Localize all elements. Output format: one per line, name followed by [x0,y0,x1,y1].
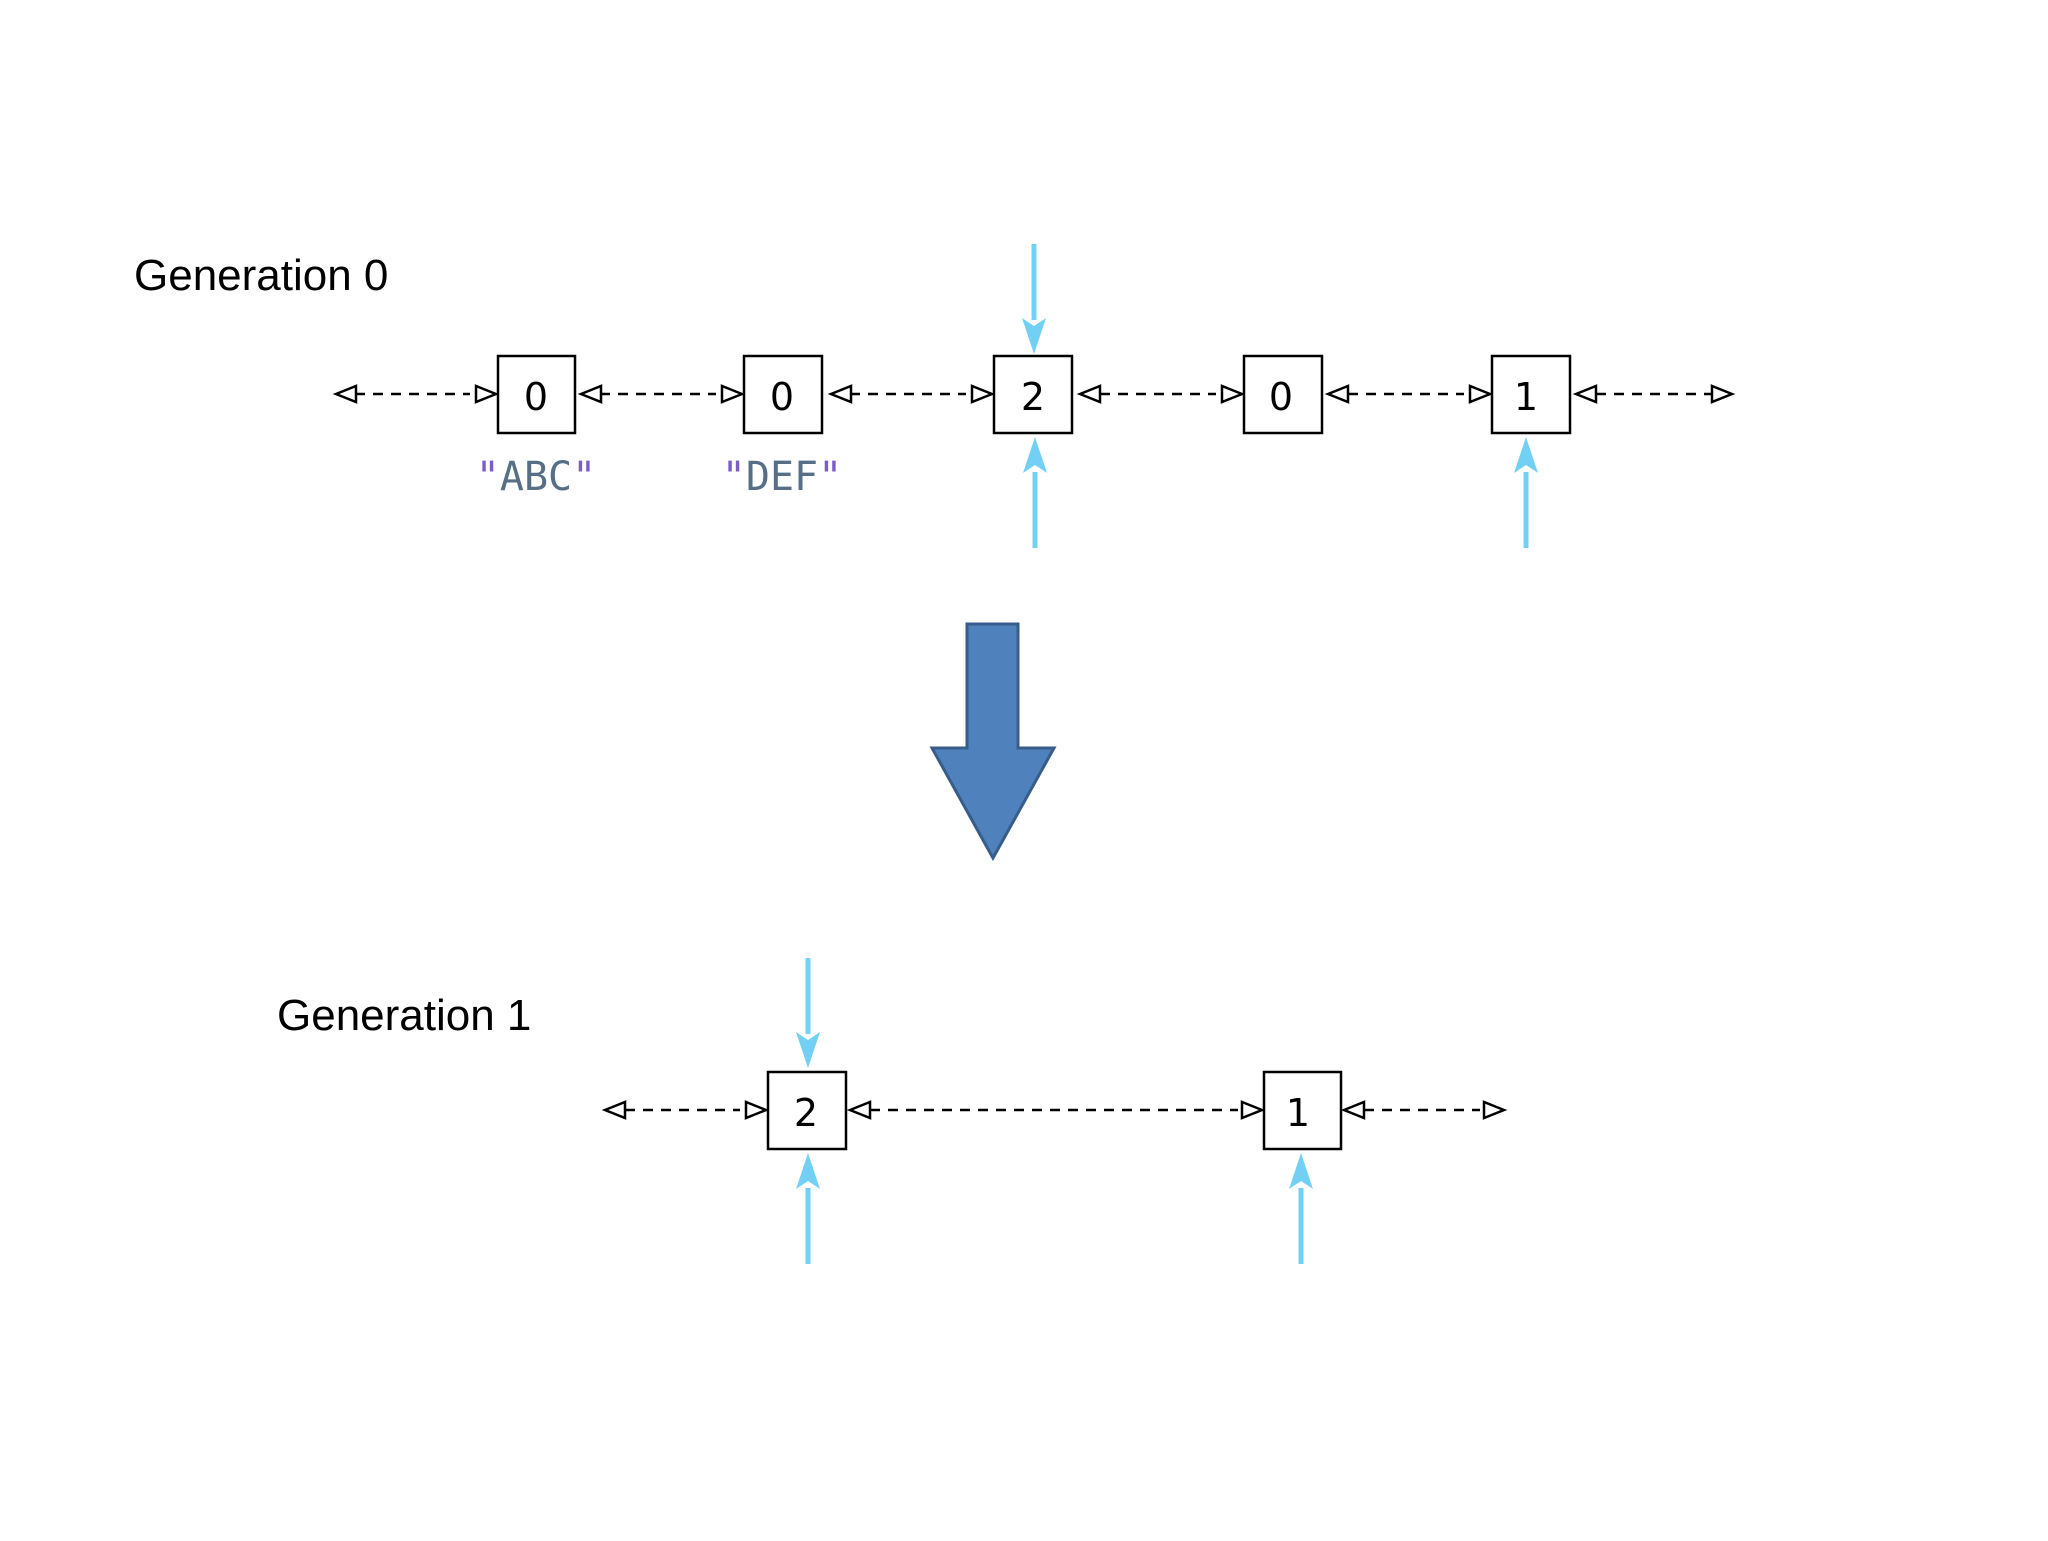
reference-arrow-bottom [1289,1153,1313,1264]
reference-arrow-top [796,958,820,1068]
reference-count: 2 [794,1091,818,1135]
list-node: 0 [742,354,824,435]
generation-1-heading: Generation 1 [277,991,531,1040]
reference-count: 0 [770,375,794,419]
reference-arrow-bottom [1023,437,1047,548]
string-label-def: "DEF" [722,454,842,500]
reference-arrow-bottom [1514,437,1538,548]
reference-count: 1 [1286,1091,1310,1135]
list-node: 1 [1262,1070,1343,1151]
generation-1-links [601,1100,1508,1120]
string-label-abc: "ABC" [476,454,596,500]
list-node: 2 [992,354,1074,435]
list-node: 0 [1242,354,1324,435]
generation-0-heading: Generation 0 [134,251,388,300]
generation-0-links [332,384,1736,404]
reference-count: 0 [524,375,548,419]
reference-count: 2 [1021,375,1045,419]
reference-count: 1 [1514,375,1538,419]
reference-arrow-top [1022,244,1046,354]
reference-count: 0 [1269,375,1293,419]
reference-arrow-bottom [796,1153,820,1264]
list-node: 0 [496,354,577,435]
list-node: 1 [1490,354,1572,435]
down-arrow-icon [929,622,1057,862]
list-node: 2 [766,1070,848,1151]
